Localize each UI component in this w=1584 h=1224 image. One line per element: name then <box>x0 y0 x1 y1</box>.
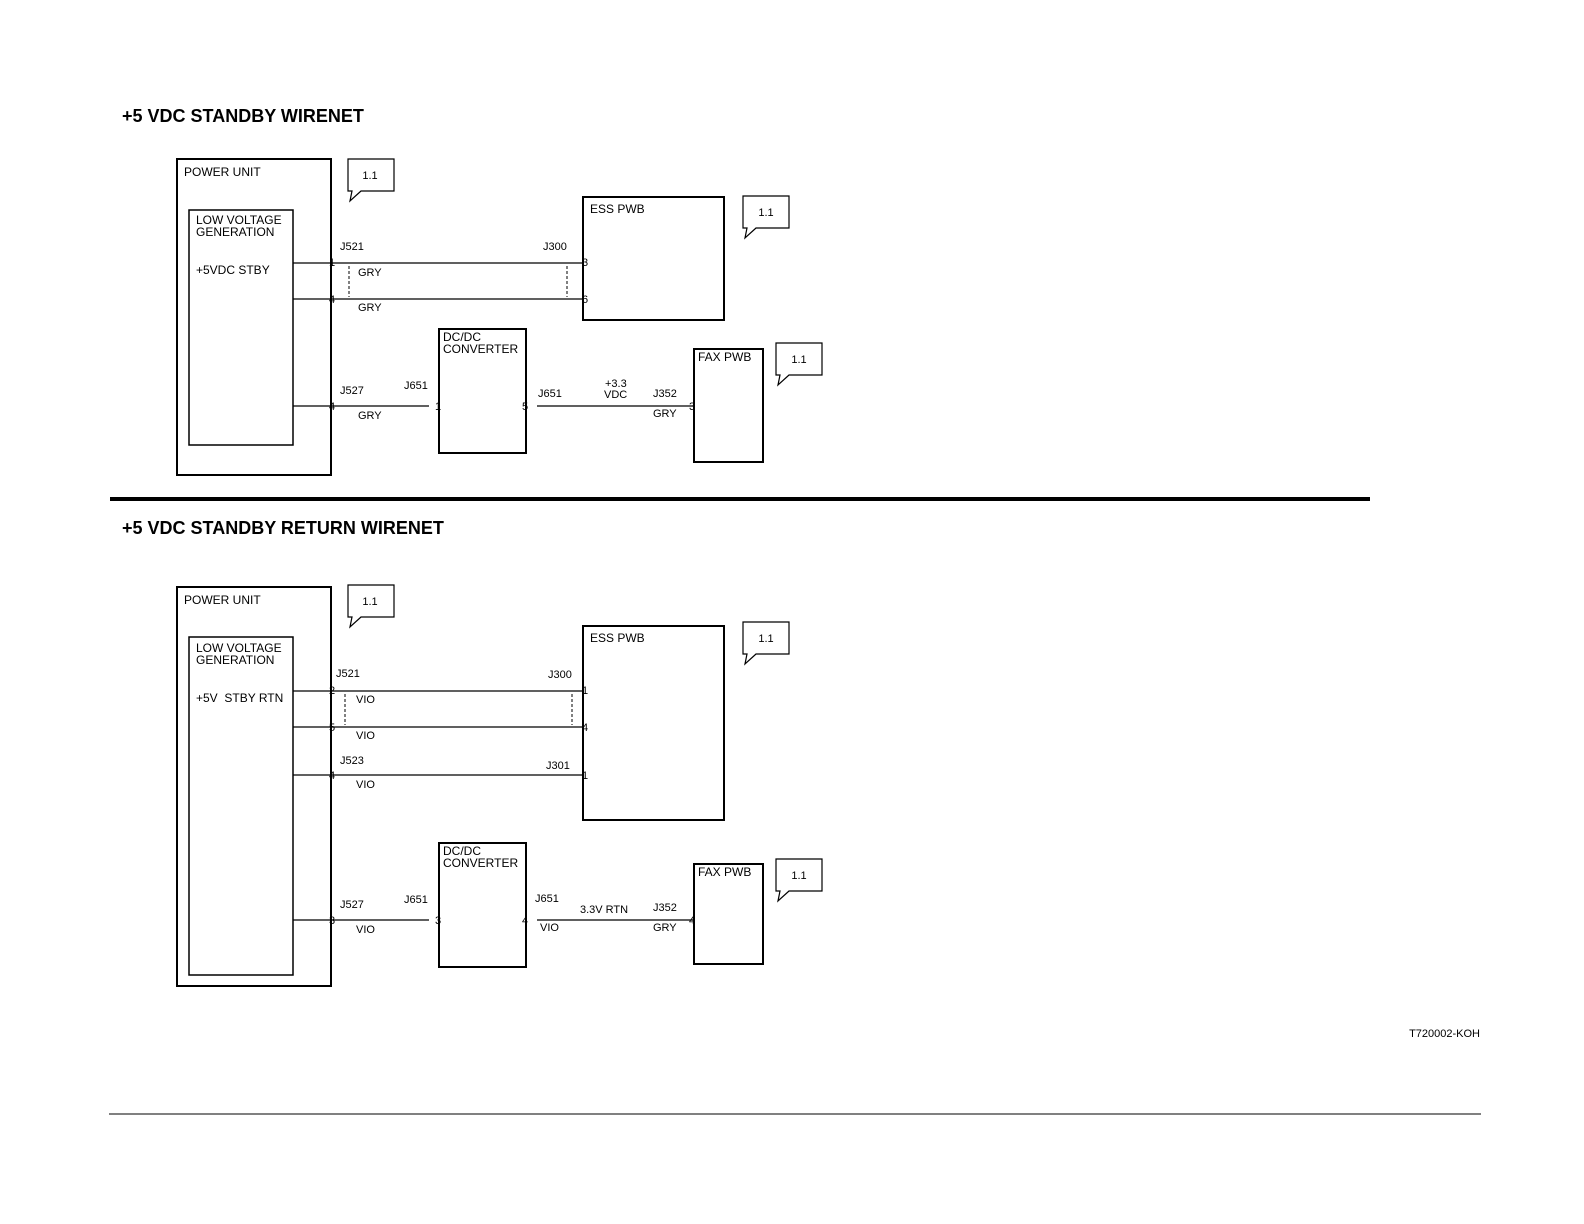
bottom-power-unit-label: POWER UNIT <box>184 593 261 607</box>
bottom-callout-power: 1.1 <box>347 584 395 629</box>
top-lvg-box <box>188 209 294 446</box>
top-callout-power: 1.1 <box>347 158 395 203</box>
top-pin-1: 1 <box>329 257 335 269</box>
bottom-dc-in-pin: 3 <box>435 915 441 927</box>
top-wire-color-2: GRY <box>358 302 382 314</box>
top-ess-box <box>582 196 725 321</box>
bottom-pin-5: 5 <box>329 722 335 734</box>
top-wire-color-1: GRY <box>358 267 382 279</box>
bottom-wire-color-1: VIO <box>356 694 375 706</box>
bottom-lvg-label-2: GENERATION <box>196 653 274 667</box>
bottom-title: +5 VDC STANDBY RETURN WIRENET <box>122 518 444 538</box>
top-j527: J527 <box>340 385 364 397</box>
bottom-callout-fax: 1.1 <box>775 858 823 903</box>
top-dcdc-box <box>438 328 527 454</box>
bottom-pin-2: 2 <box>329 685 335 697</box>
bottom-ess-pin-1: 1 <box>582 685 588 697</box>
top-j300: J300 <box>543 241 567 253</box>
svg-text:1.1: 1.1 <box>362 170 377 182</box>
bottom-j521: J521 <box>336 668 360 680</box>
top-pin-3: 3 <box>582 257 588 269</box>
top-fax-label: FAX PWB <box>698 350 751 364</box>
bottom-ess-pin-4: 4 <box>582 722 588 734</box>
bottom-dcdc-label-2: CONVERTER <box>443 856 518 870</box>
section-divider <box>110 497 1370 501</box>
top-pin-4a: 4 <box>329 294 335 306</box>
bottom-j651b: J651 <box>535 893 559 905</box>
top-lvg-label-1: LOW VOLTAGE <box>196 213 282 227</box>
svg-text:1.1: 1.1 <box>362 596 377 608</box>
bottom-ess-box <box>582 625 725 821</box>
bottom-fax-label: FAX PWB <box>698 865 751 879</box>
bottom-ess-pin-1b: 1 <box>582 770 588 782</box>
top-callout-ess: 1.1 <box>742 195 790 240</box>
svg-text:1.1: 1.1 <box>758 633 773 645</box>
bottom-dcdc-box <box>438 842 527 968</box>
top-signal-label: +5VDC STBY <box>196 263 270 277</box>
bottom-fax-box <box>693 863 764 965</box>
bottom-pin-3a: 3 <box>329 915 335 927</box>
bottom-j651a: J651 <box>404 894 428 906</box>
top-dcdc-label-1: DC/DC <box>443 330 481 344</box>
bottom-power-unit-box <box>176 586 332 987</box>
bottom-fax-pin: 4 <box>689 915 695 927</box>
bottom-pin-4a: 4 <box>329 770 335 782</box>
top-dc-in-pin: 1 <box>435 401 441 413</box>
svg-text:1.1: 1.1 <box>791 354 806 366</box>
top-j651b: J651 <box>538 388 562 400</box>
bottom-j301: J301 <box>546 760 570 772</box>
top-wire-color-3: GRY <box>358 410 382 422</box>
top-pin-6: 6 <box>582 294 588 306</box>
bottom-j352: J352 <box>653 902 677 914</box>
bottom-lvg-label-1: LOW VOLTAGE <box>196 641 282 655</box>
bottom-j523: J523 <box>340 755 364 767</box>
bottom-ess-label: ESS PWB <box>590 631 645 645</box>
bottom-j527: J527 <box>340 899 364 911</box>
top-callout-fax: 1.1 <box>775 342 823 387</box>
top-j651a: J651 <box>404 380 428 392</box>
top-wire-color-4: GRY <box>653 408 677 420</box>
top-dcdc-label-2: CONVERTER <box>443 342 518 356</box>
bottom-signal-label: +5V STBY RTN <box>196 691 283 705</box>
top-voltage-2: VDC <box>604 389 627 401</box>
top-lvg-label-2: GENERATION <box>196 225 274 239</box>
figure-id: T720002-KOH <box>1409 1028 1480 1040</box>
top-fax-pin: 3 <box>689 401 695 413</box>
bottom-wire-color-2: VIO <box>356 730 375 742</box>
svg-text:1.1: 1.1 <box>758 207 773 219</box>
bottom-wire-color-3: VIO <box>356 779 375 791</box>
svg-text:1.1: 1.1 <box>791 870 806 882</box>
bottom-j300: J300 <box>548 669 572 681</box>
bottom-rtn-label: 3.3V RTN <box>580 904 628 916</box>
bottom-lvg-box <box>188 636 294 976</box>
top-title: +5 VDC STANDBY WIRENET <box>122 106 364 126</box>
top-ess-label: ESS PWB <box>590 202 645 216</box>
top-j521: J521 <box>340 241 364 253</box>
top-dc-out-pin: 5 <box>522 401 528 413</box>
top-power-unit-box <box>176 158 332 476</box>
bottom-dcdc-label-1: DC/DC <box>443 844 481 858</box>
top-voltage-1: +3.3 <box>605 378 627 390</box>
bottom-wire-color-4: VIO <box>356 924 375 936</box>
bottom-wire-color-5: VIO <box>540 922 559 934</box>
bottom-callout-ess: 1.1 <box>742 621 790 666</box>
top-j352: J352 <box>653 388 677 400</box>
top-pin-4b: 4 <box>329 401 335 413</box>
top-power-unit-label: POWER UNIT <box>184 165 261 179</box>
top-fax-box <box>693 348 764 463</box>
bottom-wire-color-6: GRY <box>653 922 677 934</box>
bottom-dc-out-pin: 4 <box>522 915 528 927</box>
